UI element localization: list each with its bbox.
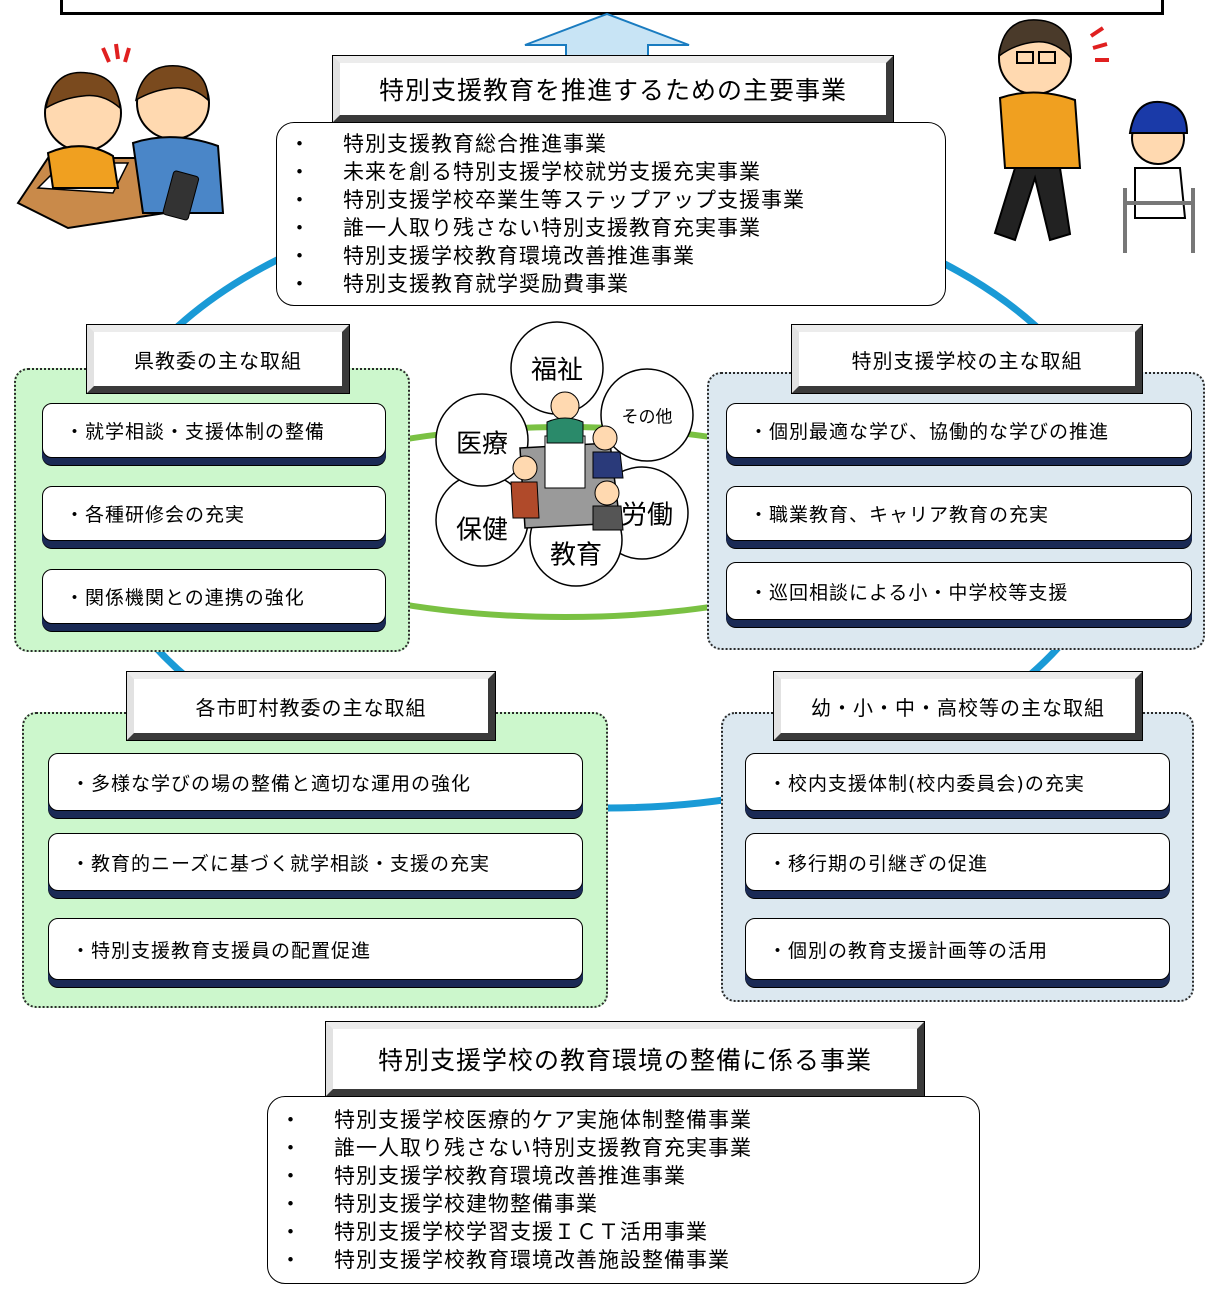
item-text: 特別支援学校卒業生等ステップアップ支援事業 <box>343 188 805 212</box>
bullet: ・ <box>289 132 311 156</box>
schools-item-3: ・個別の教育支援計画等の活用 <box>745 918 1170 980</box>
schools-item-2: ・移行期の引継ぎの促進 <box>745 833 1170 891</box>
environment-projects-item: ・ 特別支援学校医療的ケア実施体制整備事業 <box>268 1106 979 1134</box>
special-schools-title: 特別支援学校の主な取組 <box>791 324 1143 394</box>
item-text: 特別支援学校教育環境改善推進事業 <box>343 244 695 268</box>
special-schools-title-text: 特別支援学校の主な取組 <box>851 348 1083 373</box>
petal-sonota <box>600 368 694 462</box>
item-text: 特別支援学校教育環境改善推進事業 <box>334 1164 686 1188</box>
meeting-illustration <box>510 391 624 531</box>
environment-projects-item: ・ 誰一人取り残さない特別支援教育充実事業 <box>268 1134 979 1162</box>
environment-projects-list: ・特別支援学校医療的ケア実施体制整備事業・誰一人取り残さない特別支援教育充実事業… <box>267 1096 980 1284</box>
special-item-3: ・巡回相談による小・中学校等支援 <box>726 562 1192 620</box>
main-projects-item: ・ 未来を創る特別支援学校就労支援充実事業 <box>277 158 945 186</box>
students-illustration <box>16 43 225 230</box>
petal-label-fukushi: 福祉 <box>530 355 584 386</box>
schools-title-text: 幼・小・中・高校等の主な取組 <box>811 695 1105 720</box>
item-text: 特別支援学校教育環境改善施設整備事業 <box>334 1248 730 1272</box>
schools-item-1: ・校内支援体制(校内委員会)の充実 <box>745 753 1170 811</box>
item-text: 特別支援学校学習支援ＩＣＴ活用事業 <box>334 1220 708 1244</box>
petal-label-kyouiku: 教育 <box>549 540 603 571</box>
schools-title: 幼・小・中・高校等の主な取組 <box>773 671 1143 741</box>
walking-illustration <box>993 19 1195 253</box>
municipal-boards-title-text: 各市町村教委の主な取組 <box>195 695 427 720</box>
main-projects-item: ・ 誰一人取り残さない特別支援教育充実事業 <box>277 214 945 242</box>
environment-projects-title-text: 特別支援学校の教育環境の整備に係る事業 <box>377 1046 872 1075</box>
petal-label-iryou: 医療 <box>455 429 509 460</box>
prefecture-board-title-text: 県教委の主な取組 <box>134 348 302 373</box>
main-projects-item: ・ 特別支援教育就学奨励費事業 <box>277 270 945 298</box>
petal-iryou <box>435 393 529 487</box>
bullet: ・ <box>289 272 311 296</box>
municipal-item-3: ・特別支援教育支援員の配置促進 <box>48 918 583 980</box>
municipal-boards-title: 各市町村教委の主な取組 <box>126 671 496 741</box>
bullet: ・ <box>280 1192 302 1216</box>
prefecture-item-1: ・就学相談・支援体制の整備 <box>42 403 386 458</box>
item-text: 特別支援教育総合推進事業 <box>343 132 607 156</box>
environment-projects-item: ・ 特別支援学校教育環境改善推進事業 <box>268 1162 979 1190</box>
bullet: ・ <box>280 1248 302 1272</box>
special-item-2: ・職業教育、キャリア教育の充実 <box>726 486 1192 541</box>
bullet: ・ <box>280 1136 302 1160</box>
main-projects-title: 特別支援教育を推進するための主要事業 <box>332 55 894 123</box>
bullet: ・ <box>289 188 311 212</box>
main-projects-item: ・ 特別支援学校卒業生等ステップアップ支援事業 <box>277 186 945 214</box>
main-projects-item: ・ 特別支援学校教育環境改善推進事業 <box>277 242 945 270</box>
special-item-1: ・個別最適な学び、協働的な学びの推進 <box>726 403 1192 458</box>
environment-projects-item: ・ 特別支援学校学習支援ＩＣＴ活用事業 <box>268 1218 979 1246</box>
item-text: 特別支援学校建物整備事業 <box>334 1192 598 1216</box>
item-text: 特別支援教育就学奨励費事業 <box>343 272 629 296</box>
bullet: ・ <box>289 244 311 268</box>
municipal-item-2: ・教育的ニーズに基づく就学相談・支援の充実 <box>48 833 583 891</box>
environment-projects-item: ・ 特別支援学校建物整備事業 <box>268 1190 979 1218</box>
item-text: 誰一人取り残さない特別支援教育充実事業 <box>343 216 761 240</box>
bullet: ・ <box>289 160 311 184</box>
bullet: ・ <box>289 216 311 240</box>
petal-label-sonota: その他 <box>621 407 673 428</box>
up-arrow <box>524 12 690 63</box>
environment-projects-item: ・ 特別支援学校教育環境改善施設整備事業 <box>268 1246 979 1274</box>
main-projects-title-text: 特別支援教育を推進するための主要事業 <box>378 76 847 105</box>
top-banner-edge <box>60 0 1164 15</box>
main-projects-item: ・ 特別支援教育総合推進事業 <box>277 130 945 158</box>
petal-label-hoken: 保健 <box>455 515 509 546</box>
bullet: ・ <box>280 1164 302 1188</box>
item-text: 特別支援学校医療的ケア実施体制整備事業 <box>334 1108 752 1132</box>
petal-label-roudou: 労働 <box>620 500 674 531</box>
main-projects-list: ・特別支援教育総合推進事業・未来を創る特別支援学校就労支援充実事業・特別支援学校… <box>276 122 946 306</box>
bullet: ・ <box>280 1220 302 1244</box>
prefecture-item-3: ・関係機関との連携の強化 <box>42 569 386 624</box>
prefecture-item-2: ・各種研修会の充実 <box>42 486 386 541</box>
bullet: ・ <box>280 1108 302 1132</box>
item-text: 未来を創る特別支援学校就労支援充実事業 <box>343 160 761 184</box>
network-diagram <box>435 321 694 587</box>
prefecture-board-title: 県教委の主な取組 <box>86 324 350 394</box>
municipal-item-1: ・多様な学びの場の整備と適切な運用の強化 <box>48 753 583 811</box>
environment-projects-title: 特別支援学校の教育環境の整備に係る事業 <box>325 1021 925 1097</box>
item-text: 誰一人取り残さない特別支援教育充実事業 <box>334 1136 752 1160</box>
